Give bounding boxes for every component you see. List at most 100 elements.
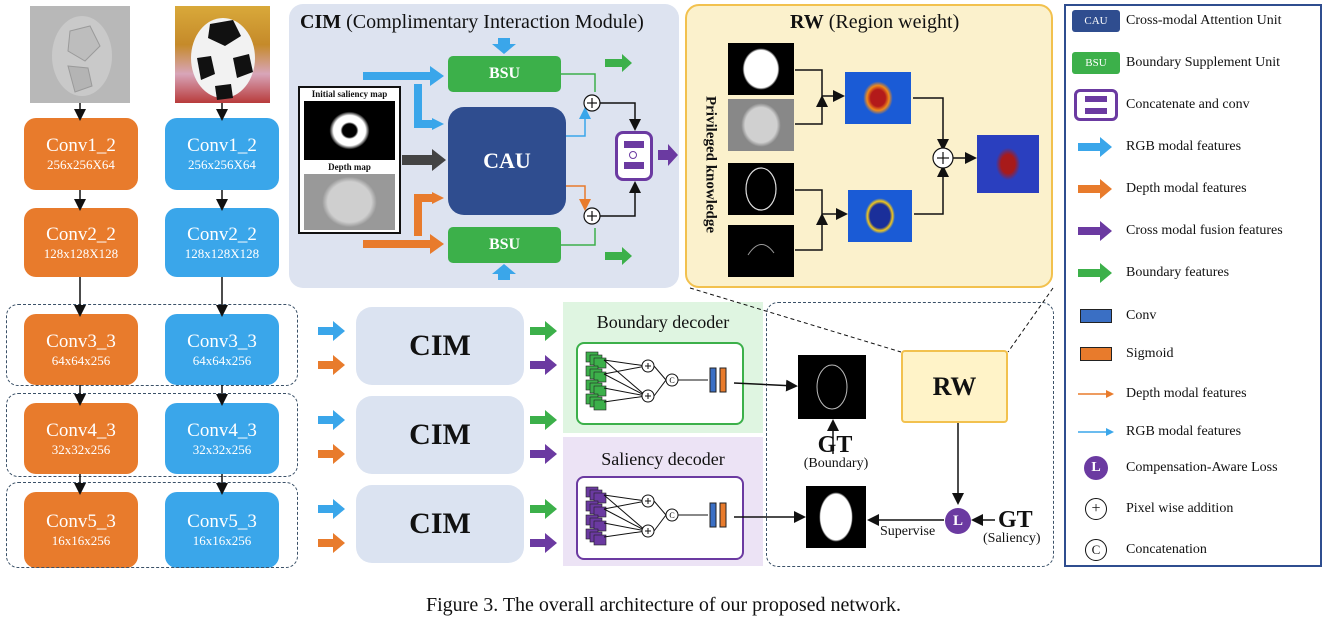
gt-boundary-label: GT bbox=[817, 432, 853, 458]
saliency-feature-block bbox=[593, 506, 607, 518]
sigmoid-icon bbox=[1066, 347, 1126, 361]
boundary-feature-block bbox=[593, 385, 607, 397]
legend-item: RGB modal features bbox=[1066, 132, 1327, 162]
depth-input-image bbox=[30, 6, 130, 103]
concat-conv-icon bbox=[1066, 89, 1126, 121]
supervise-label: Supervise bbox=[880, 524, 936, 539]
soccer-ball-icon bbox=[191, 18, 255, 100]
fusion-output-arrow bbox=[530, 444, 557, 464]
rw-heatmap-result bbox=[977, 135, 1039, 193]
rw-depth-image bbox=[728, 99, 794, 151]
layer-name: Conv1_2 bbox=[46, 135, 116, 156]
legend-label: Boundary features bbox=[1126, 265, 1230, 280]
legend-item: Depth modal features bbox=[1066, 379, 1327, 409]
gt-saliency-sub: (Saliency) bbox=[983, 531, 1041, 546]
boundary-arrow-icon bbox=[1066, 262, 1126, 284]
thin-rgb-arrow-icon bbox=[1066, 426, 1126, 438]
legend-item: +Pixel wise addition bbox=[1066, 494, 1327, 524]
stage5-group bbox=[6, 482, 298, 568]
cim-block-5: CIM bbox=[356, 485, 524, 563]
legend-label: Compensation-Aware Loss bbox=[1126, 460, 1278, 475]
rw-panel-title: RW (Region weight) bbox=[790, 11, 960, 33]
stage3-group bbox=[6, 304, 298, 386]
legend-label: Pixel wise addition bbox=[1126, 501, 1234, 516]
legend-label: Depth modal features bbox=[1126, 386, 1247, 401]
figure-caption: Figure 3. The overall architecture of ou… bbox=[425, 594, 902, 616]
rw-heatmap-2 bbox=[848, 190, 912, 242]
conv-icon bbox=[709, 367, 717, 393]
boundary-output-arrow bbox=[530, 499, 557, 519]
saliency-feature-block bbox=[593, 534, 607, 546]
depth-map-image bbox=[304, 174, 395, 230]
layer-size: 32x32x256 bbox=[51, 441, 111, 457]
sigmoid-icon bbox=[719, 367, 727, 393]
cau-block: CAU bbox=[448, 107, 566, 215]
rw-boundary-image-2 bbox=[728, 225, 794, 277]
rgb-arrow-icon bbox=[1066, 136, 1126, 158]
fusion-output-arrow bbox=[530, 533, 557, 553]
layer-name: Conv2_2 bbox=[46, 223, 116, 245]
fusion-arrow-icon bbox=[1066, 220, 1126, 242]
rgb-input-arrow bbox=[318, 321, 345, 341]
boundary-decoder-title: Boundary decoder bbox=[596, 312, 730, 332]
layer-name: Conv5_3 bbox=[187, 511, 257, 532]
layer-name: Conv3_3 bbox=[46, 330, 116, 352]
layer-size: 64x64x256 bbox=[192, 352, 252, 368]
gt-boundary-sub: (Boundary) bbox=[803, 456, 869, 471]
layer-size: 128x128X128 bbox=[43, 245, 119, 261]
boundary-output-image bbox=[798, 355, 866, 419]
legend-label: Depth modal features bbox=[1126, 181, 1247, 196]
layer-size: 16x16x256 bbox=[51, 533, 111, 548]
legend-label: Boundary Supplement Unit bbox=[1126, 55, 1280, 70]
layer-name: Conv5_3 bbox=[46, 511, 116, 532]
loss-icon: L bbox=[1066, 456, 1126, 480]
layer-name: Conv3_3 bbox=[187, 330, 257, 352]
boundary-feature-block bbox=[593, 357, 607, 369]
legend-label: Sigmoid bbox=[1126, 346, 1174, 361]
rw-boundary-image-1 bbox=[728, 163, 794, 215]
fusion-output-arrow bbox=[530, 355, 557, 375]
legend-label: Cross-modal Attention Unit bbox=[1126, 13, 1282, 28]
loss-group bbox=[766, 302, 1054, 567]
legend-item: Conv bbox=[1066, 301, 1327, 331]
depth-input-arrow bbox=[318, 533, 345, 553]
legend-label: Concatenation bbox=[1126, 542, 1207, 557]
legend-item: Boundary features bbox=[1066, 258, 1327, 288]
saliency-feature-block bbox=[593, 520, 607, 532]
layer-name: Conv1_2 bbox=[187, 135, 257, 156]
plus-icon: + bbox=[1066, 498, 1126, 520]
rw-mask-image bbox=[728, 43, 794, 95]
legend-label: RGB modal features bbox=[1126, 139, 1242, 154]
layer-name: Conv2_2 bbox=[187, 223, 257, 245]
concat-conv-icon bbox=[615, 131, 653, 181]
legend-item: Concatenate and conv bbox=[1066, 89, 1327, 121]
rw-heatmap-1 bbox=[845, 72, 911, 124]
depth-input-arrow bbox=[318, 355, 345, 375]
sigmoid-icon bbox=[719, 502, 727, 528]
concat-symbol: C bbox=[669, 376, 674, 385]
legend-label: Conv bbox=[1126, 308, 1157, 323]
rgb-input-image bbox=[175, 6, 270, 103]
cau-badge: CAU bbox=[1066, 10, 1126, 32]
rw-block: RW bbox=[901, 350, 1008, 423]
thin-depth-arrow-icon bbox=[1066, 388, 1126, 400]
conv-icon bbox=[1066, 309, 1126, 323]
bsu-top: BSU bbox=[448, 56, 561, 92]
boundary-feature-block bbox=[593, 399, 607, 411]
bsu-bottom: BSU bbox=[448, 227, 561, 263]
boundary-feature-block bbox=[593, 371, 607, 383]
saliency-feature-block bbox=[593, 492, 607, 504]
cim-panel-title: CIM (Complimentary Interaction Module) bbox=[300, 11, 644, 33]
concat-icon bbox=[665, 508, 679, 522]
legend-label: RGB modal features bbox=[1126, 424, 1242, 439]
